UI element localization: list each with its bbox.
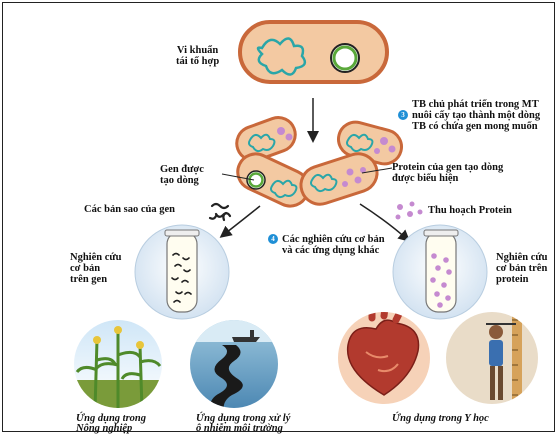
label-step3: 3TB chủ phát triển trong MT nuôi cấy tạo… (398, 99, 412, 121)
label-gene-copies: Các bản sao của gen (84, 204, 175, 215)
label-protein-expressed: Protein của gen tạo dòng được biểu hiện (392, 162, 503, 184)
step4-badge: 4 (268, 234, 278, 244)
step4-text: Các nghiên cứu cơ bản và các ứng dụng kh… (282, 234, 412, 256)
step3-badge: 3 (398, 110, 408, 120)
label-research-protein: Nghiên cứu cơ bản trên protein (496, 252, 548, 285)
caption-environment: Ứng dụng trong xử lý ô nhiễm môi trường (196, 414, 290, 434)
label-cloned-gene: Gen được tạo dòng (160, 164, 204, 186)
caption-agriculture: Ứng dụng trong Nông nghiệp (76, 414, 146, 434)
label-harvest-protein: Thu hoạch Protein (428, 205, 512, 216)
label-step4: 4Các nghiên cứu cơ bản và các ứng dụng k… (268, 234, 282, 245)
label-recombinant-bacteria: Vi khuẩn tái tổ hợp (176, 45, 219, 67)
agriculture-image (70, 320, 170, 420)
arrow-to-gene-research (222, 206, 260, 236)
harvested-protein-art (396, 202, 423, 220)
step3-text: TB chủ phát triển trong MT nuôi cấy tạo … (412, 99, 559, 132)
gene-research-circle (135, 225, 229, 319)
environment-image (190, 320, 280, 411)
bacterium-center-right (296, 149, 382, 209)
label-research-gene: Nghiên cứu cơ bản trên gen (70, 252, 122, 285)
caption-medicine: Ứng dụng trong Y học (392, 414, 489, 424)
gene-copies-art (210, 204, 230, 220)
recombinant-bacterium (240, 22, 387, 82)
heart-image (338, 300, 430, 404)
height-measure-image (446, 306, 538, 416)
